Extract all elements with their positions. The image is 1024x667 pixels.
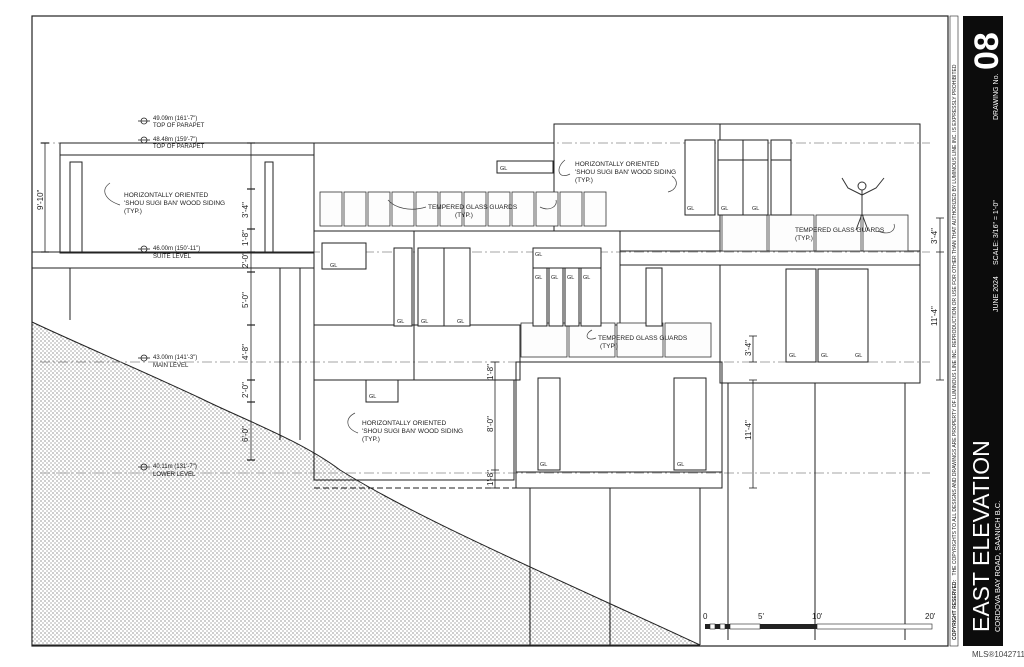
svg-text:20': 20' [925, 612, 936, 621]
svg-text:0: 0 [703, 612, 708, 621]
svg-text:10': 10' [812, 612, 823, 621]
windows [321, 139, 869, 471]
title-block: COPYRIGHT RESERVED: THE COPYRIGHTS TO AL… [949, 15, 1006, 647]
svg-text:'SHOU SUGI BAN' WOOD SIDING: 'SHOU SUGI BAN' WOOD SIDING [575, 169, 676, 176]
svg-text:GL: GL [752, 206, 759, 212]
svg-text:(TYP.): (TYP.) [455, 212, 473, 219]
svg-text:49.09m (161'-7"): 49.09m (161'-7") [153, 116, 197, 122]
svg-text:(TYP.): (TYP.) [124, 208, 142, 215]
drawing-scale: SCALE: 3/16" = 1'-0" [993, 200, 1000, 265]
svg-text:TEMPERED GLASS GUARDS: TEMPERED GLASS GUARDS [598, 335, 688, 342]
svg-text:8'-0": 8'-0" [486, 416, 495, 432]
svg-text:9'-10": 9'-10" [36, 189, 45, 210]
svg-text:GL: GL [540, 462, 547, 468]
svg-text:TEMPERED GLASS GUARDS: TEMPERED GLASS GUARDS [428, 204, 518, 211]
svg-text:GL: GL [583, 275, 590, 281]
svg-text:GL: GL [677, 462, 684, 468]
svg-text:5'-0": 5'-0" [241, 292, 250, 308]
svg-text:(TYP.): (TYP.) [575, 177, 593, 184]
svg-text:SUITE LEVEL: SUITE LEVEL [153, 254, 192, 260]
svg-text:HORIZONTALLY ORIENTED: HORIZONTALLY ORIENTED [575, 161, 659, 168]
svg-text:GL: GL [551, 275, 558, 281]
svg-text:GL: GL [821, 353, 828, 359]
svg-text:GL: GL [457, 319, 464, 325]
svg-text:GL: GL [789, 353, 796, 359]
title-strip [963, 16, 1003, 646]
drawing-number: 08 [968, 32, 1006, 70]
svg-text:GL: GL [397, 319, 404, 325]
svg-text:GL: GL [535, 252, 542, 258]
svg-text:LOWER LEVEL: LOWER LEVEL [153, 472, 196, 478]
svg-text:46.00m (150'-11"): 46.00m (150'-11") [153, 246, 200, 252]
note-siding-1: HORIZONTALLY ORIENTED 'SHOU SUGI BAN' WO… [124, 192, 225, 215]
glass-tags: GL GL GL GL GL GL GL GL GL GL GL GL GL G… [330, 166, 862, 468]
svg-text:3'-4": 3'-4" [930, 228, 939, 244]
svg-text:3'-4": 3'-4" [744, 340, 753, 356]
svg-text:(TYP.): (TYP.) [600, 343, 618, 350]
svg-text:'SHOU SUGI BAN' WOOD SIDING: 'SHOU SUGI BAN' WOOD SIDING [124, 200, 225, 207]
svg-text:GL: GL [687, 206, 694, 212]
drawing-number-label: DRAWING No. [993, 74, 1000, 120]
svg-text:GL: GL [330, 263, 337, 269]
copyright-notice: COPYRIGHT RESERVED: THE COPYRIGHTS TO AL… [952, 64, 958, 640]
svg-text:40.11m (131'-7"): 40.11m (131'-7") [153, 464, 197, 470]
project-address: CORDOVA BAY ROAD, SAANICH B.C. [993, 501, 1002, 632]
dimension-labels-left: 9'-10" 3'-4" 1'-8" 2'-0" 5'-0" 4'-8" 2'-… [36, 189, 250, 442]
svg-text:GL: GL [500, 166, 507, 172]
svg-text:GL: GL [421, 319, 428, 325]
note-guards-1: TEMPERED GLASS GUARDS (TYP.) [428, 204, 518, 219]
svg-text:3'-4": 3'-4" [241, 202, 250, 218]
level-marker-lower: 40.11m (131'-7") LOWER LEVEL [138, 463, 197, 478]
svg-text:TOP OF PARAPET: TOP OF PARAPET [153, 144, 205, 150]
svg-text:1'-8": 1'-8" [486, 470, 495, 486]
note-guards-3: TEMPERED GLASS GUARDS (TYP.) [795, 227, 885, 242]
dimension-labels-other: 1'-8" 8'-0" 1'-8" 3'-4" 11'-4" 3'-4" 11'… [486, 228, 939, 486]
svg-text:(TYP.): (TYP.) [362, 436, 380, 443]
level-marker-parapet-1: 49.09m (161'-7")TOP OF PARAPET [138, 116, 205, 129]
svg-text:43.00m (141'-3"): 43.00m (141'-3") [153, 355, 197, 361]
svg-text:GL: GL [369, 394, 376, 400]
drawing-date: JUNE 2024 [993, 276, 1000, 312]
svg-text:4'-8": 4'-8" [241, 344, 250, 360]
glass-guard-main [520, 322, 712, 358]
scale-bar: 0 5' 10' 20' [703, 612, 936, 630]
svg-text:'SHOU SUGI BAN' WOOD SIDING: 'SHOU SUGI BAN' WOOD SIDING [362, 428, 463, 435]
svg-text:1'-8": 1'-8" [486, 364, 495, 380]
svg-text:11'-4": 11'-4" [744, 420, 753, 440]
svg-text:2'-0": 2'-0" [241, 252, 250, 268]
svg-text:GL: GL [721, 206, 728, 212]
svg-text:TOP OF PARAPET: TOP OF PARAPET [153, 123, 205, 129]
svg-text:48.48m (159'-7"): 48.48m (159'-7") [153, 137, 197, 143]
note-siding-3: HORIZONTALLY ORIENTED 'SHOU SUGI BAN' WO… [362, 420, 463, 443]
terrain-hatch [31, 321, 701, 646]
svg-text:11'-4": 11'-4" [930, 306, 939, 326]
svg-text:HORIZONTALLY ORIENTED: HORIZONTALLY ORIENTED [124, 192, 208, 199]
level-marker-main: 43.00m (141'-3") MAIN LEVEL [138, 354, 197, 369]
svg-text:(TYP.): (TYP.) [795, 235, 813, 242]
svg-text:GL: GL [535, 275, 542, 281]
svg-text:5': 5' [758, 612, 764, 621]
human-figure-icon [841, 177, 885, 231]
drawing-title: EAST ELEVATION [968, 440, 994, 632]
svg-text:2'-0": 2'-0" [241, 382, 250, 398]
dimension-chain-mid [491, 217, 944, 489]
note-guards-2: TEMPERED GLASS GUARDS (TYP.) [598, 335, 688, 350]
svg-text:HORIZONTALLY ORIENTED: HORIZONTALLY ORIENTED [362, 420, 446, 427]
mls-watermark: MLS®1042711 [972, 650, 1024, 659]
svg-text:GL: GL [567, 275, 574, 281]
leader-lines [104, 159, 895, 434]
svg-text:6'-0": 6'-0" [241, 426, 250, 442]
glass-guard-right [721, 214, 909, 252]
svg-text:GL: GL [855, 353, 862, 359]
svg-text:1'-8": 1'-8" [241, 230, 250, 246]
svg-text:MAIN LEVEL: MAIN LEVEL [153, 363, 189, 369]
svg-text:TEMPERED GLASS GUARDS: TEMPERED GLASS GUARDS [795, 227, 885, 234]
note-siding-2: HORIZONTALLY ORIENTED 'SHOU SUGI BAN' WO… [575, 161, 676, 184]
annotation-notes: HORIZONTALLY ORIENTED 'SHOU SUGI BAN' WO… [124, 161, 885, 443]
